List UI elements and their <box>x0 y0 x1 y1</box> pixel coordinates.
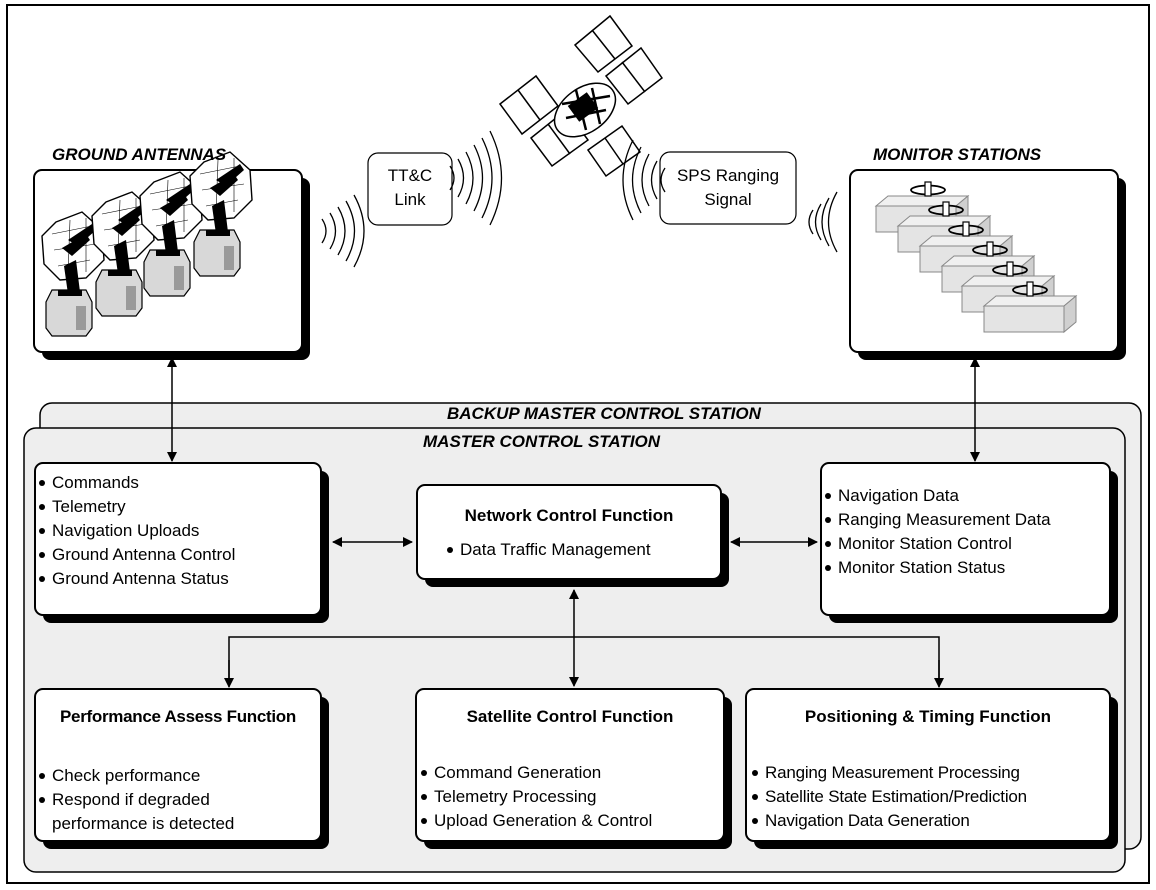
sps-signal-line2: Signal <box>704 190 752 209</box>
list-item: Navigation Data Generation <box>751 809 1027 833</box>
outer-frame <box>6 4 1150 884</box>
performance-assess-title: Performance Assess Function <box>60 707 296 726</box>
list-item: Data Traffic Management <box>446 538 651 562</box>
monitor-stations-heading: MONITOR STATIONS <box>873 145 1042 164</box>
backup-mcs-label: BACKUP MASTER CONTROL STATION <box>447 404 761 423</box>
satellite-illustration <box>498 14 664 178</box>
performance-assess-box <box>34 688 322 842</box>
network-control-title: Network Control Function <box>464 506 674 525</box>
list-item: Ranging Measurement Data <box>824 508 1051 532</box>
list-item: Monitor Station Control <box>824 532 1051 556</box>
signal-waves <box>321 130 838 268</box>
network-control-list: Data Traffic Management <box>446 538 651 562</box>
positioning-timing-title: Positioning & Timing Function <box>804 707 1052 726</box>
network-control-box <box>416 484 722 580</box>
ttc-link-line2: Link <box>394 190 426 209</box>
monitor-station-interface-list: Navigation Data Ranging Measurement Data… <box>824 484 1051 580</box>
list-item: Ground Antenna Status <box>38 567 235 591</box>
list-item: Navigation Data <box>824 484 1051 508</box>
list-item: Command Generation <box>420 761 652 785</box>
monitor-station-interface-box <box>820 462 1111 616</box>
list-item: Satellite State Estimation/Prediction <box>751 785 1027 809</box>
ground-antennas-heading: GROUND ANTENNAS <box>52 145 227 164</box>
satellite-control-list: Command Generation Telemetry Processing … <box>420 761 652 833</box>
performance-assess-list: Check performance Respond if degraded pe… <box>38 764 234 836</box>
list-item: Telemetry <box>38 495 235 519</box>
ttc-link-label: TT&C Link <box>368 164 452 212</box>
list-item: Commands <box>38 471 235 495</box>
list-item: Ranging Measurement Processing <box>751 761 1027 785</box>
sps-signal-line1: SPS Ranging <box>676 166 780 185</box>
list-item: Monitor Station Status <box>824 556 1051 580</box>
ground-antenna-interface-box <box>34 462 322 616</box>
list-item: Telemetry Processing <box>420 785 652 809</box>
list-item: Upload Generation & Control <box>420 809 652 833</box>
ttc-link-bubble <box>367 152 453 226</box>
sps-signal-label: SPS Ranging Signal <box>660 164 796 212</box>
positioning-timing-list: Ranging Measurement Processing Satellite… <box>751 761 1027 833</box>
connectors <box>167 357 980 688</box>
list-item: Respond if degraded performance is detec… <box>38 788 234 836</box>
satellite-control-title: Satellite Control Function <box>466 707 674 726</box>
mcs-label: MASTER CONTROL STATION <box>423 432 661 451</box>
list-item: Check performance <box>38 764 234 788</box>
ground-antenna-interface-list: Commands Telemetry Navigation Uploads Gr… <box>38 471 235 591</box>
list-item: Ground Antenna Control <box>38 543 235 567</box>
ttc-link-line1: TT&C <box>387 166 433 185</box>
sps-signal-bubble <box>659 151 797 225</box>
list-item: Navigation Uploads <box>38 519 235 543</box>
satellite-control-box <box>415 688 725 842</box>
positioning-timing-box <box>745 688 1111 842</box>
